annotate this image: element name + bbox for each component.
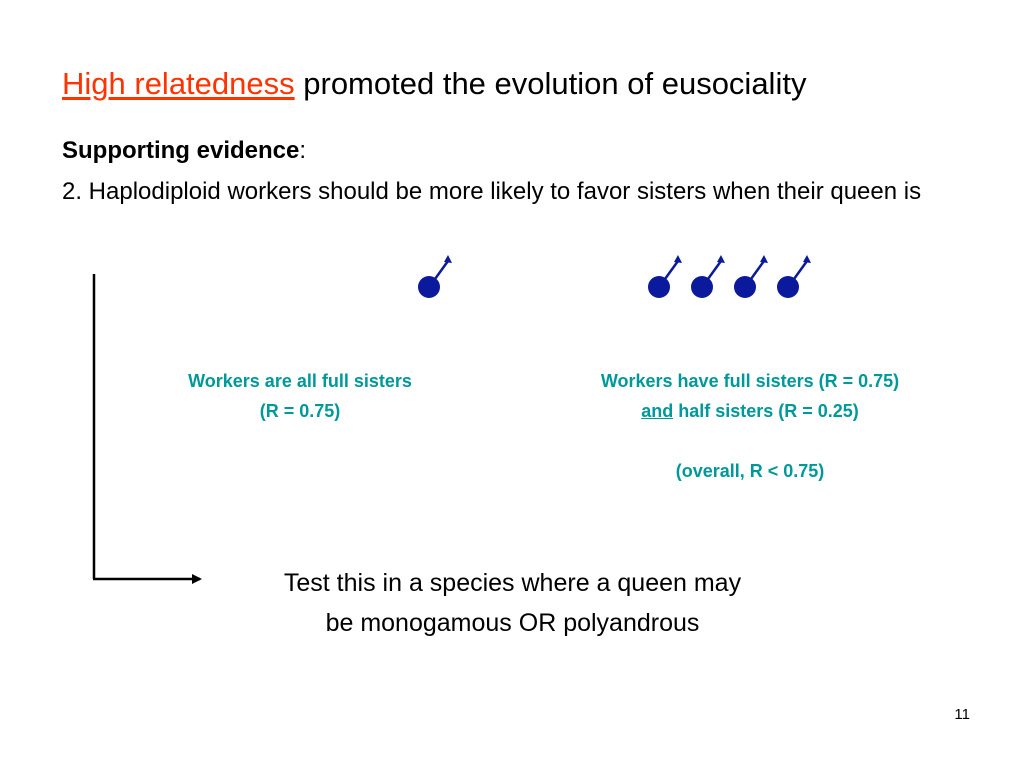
caption-spacer: [545, 426, 955, 456]
male-symbol-icon: [777, 255, 811, 298]
evidence-point: 2. Haplodiploid workers should be more l…: [62, 178, 922, 205]
male-symbol-icon: [691, 255, 725, 298]
page-number: 11: [954, 706, 970, 723]
monogamous-caption-line1: Workers are all full sisters: [188, 371, 412, 391]
evidence-heading-line: Supporting evidence:: [62, 130, 962, 171]
title-rest: promoted the evolution of eusociality: [294, 66, 807, 101]
evidence-block: Supporting evidence: 2. Haplodiploid wor…: [62, 130, 962, 212]
polyandrous-caption: Workers have full sisters (R = 0.75) and…: [545, 366, 955, 486]
monogamous-caption-line2: (R = 0.75): [259, 401, 341, 421]
polyandrous-caption-line1: Workers have full sisters (R = 0.75): [600, 371, 900, 391]
test-statement-line1: Test this in a species where a queen may: [283, 569, 742, 597]
slide-title: High relatedness promoted the evolution …: [62, 64, 1002, 104]
monogamous-caption: Workers are all full sisters (R = 0.75): [150, 366, 450, 426]
polyandrous-caption-line3: (overall, R < 0.75): [675, 461, 825, 481]
male-symbol-icon: [648, 255, 682, 298]
male-symbol-icon: [418, 255, 452, 298]
evidence-heading: Supporting evidence: [62, 137, 300, 164]
bracket-arrow: [92, 274, 202, 584]
test-statement-line2: be monogamous OR polyandrous: [325, 609, 700, 637]
title-highlight: High relatedness: [62, 66, 295, 101]
half-sisters-text: half sisters (R = 0.25): [673, 401, 859, 421]
evidence-colon: :: [299, 137, 307, 164]
test-statement: Test this in a species where a queen may…: [200, 563, 825, 643]
polyandrous-caption-line2: and half sisters (R = 0.25): [545, 396, 955, 426]
and-underlined: and: [641, 401, 674, 421]
male-symbol-icon: [734, 255, 768, 298]
